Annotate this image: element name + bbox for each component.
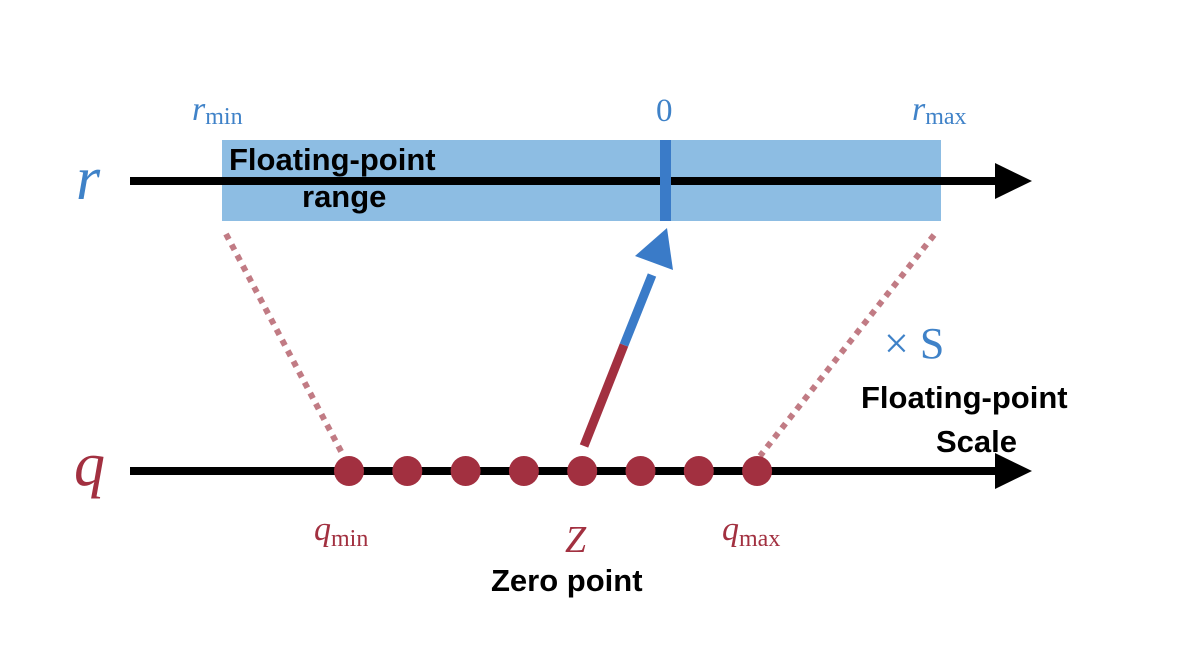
range-label-line2: range xyxy=(302,179,386,214)
left-mapping-dotted-line xyxy=(223,232,346,457)
q-integer-dots xyxy=(334,456,773,486)
q-max-label: qmax xyxy=(722,511,780,552)
r-zero-marker xyxy=(660,140,671,221)
r-min-label: rmin xyxy=(192,91,243,130)
r-axis-arrowhead xyxy=(995,163,1032,199)
zero-point-symbol: Z xyxy=(565,519,587,561)
range-label-line1: Floating-point xyxy=(229,142,436,177)
zero-point-caption: Zero point xyxy=(491,563,643,598)
scale-caption-line2: Scale xyxy=(936,424,1017,459)
q-integer-dot xyxy=(450,456,481,486)
r-axis-label: r xyxy=(76,145,101,213)
r-max-label: rmax xyxy=(912,91,967,130)
scale-caption-line1: Floating-point xyxy=(861,380,1068,415)
q-integer-dot xyxy=(683,456,714,486)
q-min-label: qmin xyxy=(314,511,368,552)
zero-point-arrow-red-segment xyxy=(579,343,629,448)
q-integer-dot xyxy=(625,456,656,486)
scale-symbol: × S xyxy=(884,319,944,368)
r-zero-label: 0 xyxy=(656,93,673,129)
q-integer-dot xyxy=(742,456,773,486)
q-integer-dot xyxy=(392,456,423,486)
zero-point-arrow-blue-segment xyxy=(619,273,657,347)
q-integer-dot xyxy=(334,456,364,486)
zero-point-arrowhead xyxy=(635,228,673,270)
q-integer-dot xyxy=(567,456,598,486)
q-integer-dot xyxy=(508,456,539,486)
q-axis-arrowhead xyxy=(995,453,1032,489)
q-axis-label: q xyxy=(74,431,105,499)
